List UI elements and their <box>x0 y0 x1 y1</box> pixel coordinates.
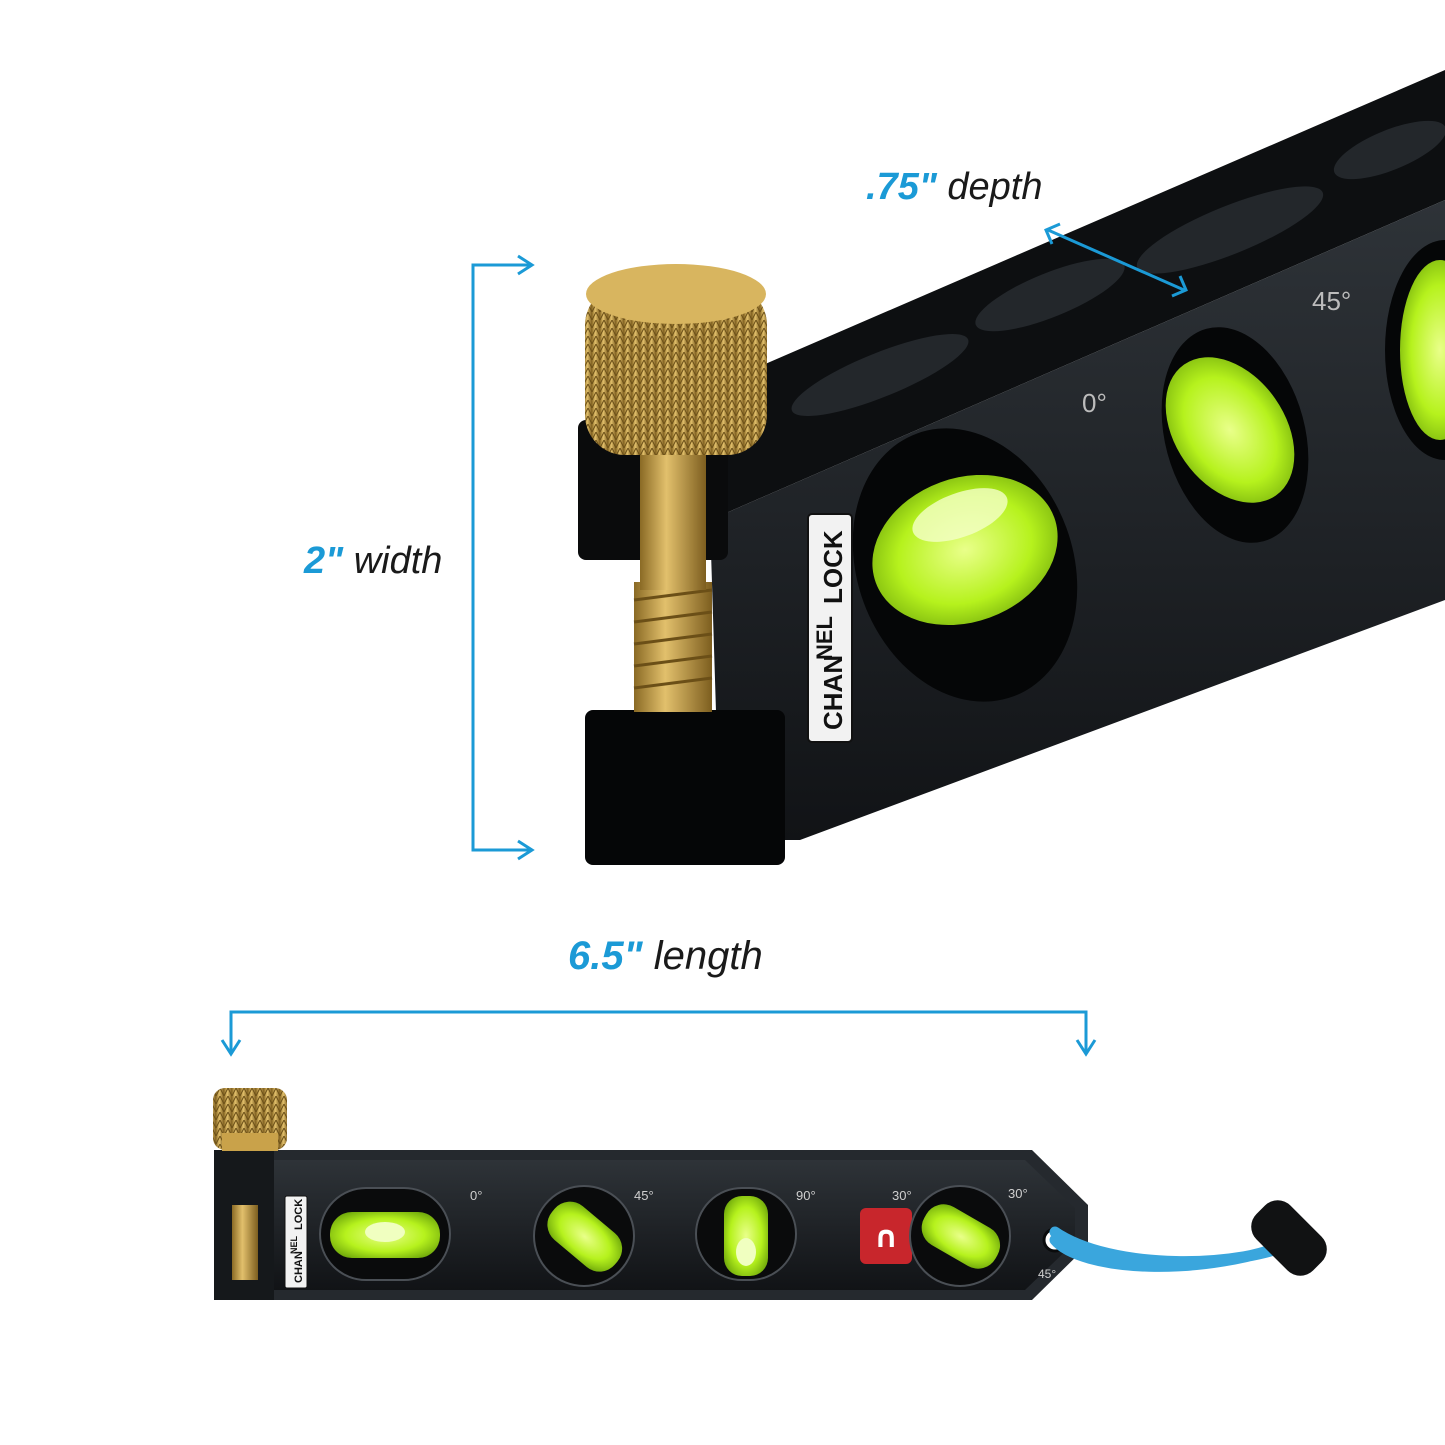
magnet-badge <box>860 1208 912 1264</box>
level-brand-line1: CHAN <box>293 1251 305 1283</box>
width-label: 2" width <box>304 540 442 583</box>
level-brand-line2: NEL <box>289 1235 299 1254</box>
lanyard-end-cap[interactable] <box>1244 1193 1335 1284</box>
full-level: CHAN NEL LOCK ∩ 0° 45° 90° 30° 30° 45° <box>213 1088 1335 1300</box>
closeup-vial-0 <box>872 474 1058 626</box>
closeup-screw-neck <box>640 440 706 590</box>
length-arrow-head-left <box>220 1039 242 1057</box>
brand-line3: LOCK <box>818 530 848 604</box>
width-unit: width <box>353 540 443 582</box>
closeup-brand-badge: CHAN NEL LOCK <box>807 513 853 743</box>
level-label-90: 90° <box>796 1188 816 1203</box>
depth-arrow <box>1047 228 1185 292</box>
brand-line1: CHAN <box>818 655 848 730</box>
length-label: 6.5" length <box>568 934 763 979</box>
level-knob-collar <box>222 1133 278 1151</box>
width-arrow-head-top <box>517 254 535 276</box>
level-vial-90 <box>724 1196 768 1276</box>
level-brand-line3: LOCK <box>293 1199 305 1230</box>
length-bracket <box>229 1010 1088 1052</box>
length-value: 6.5" <box>568 934 643 978</box>
magnet-icon: ∩ <box>874 1220 898 1255</box>
level-end-angle-bottom: 45° <box>1038 1267 1056 1281</box>
width-value: 2" <box>304 540 344 582</box>
depth-arrow-head-a <box>1044 222 1061 245</box>
depth-label: .75" depth <box>866 166 1043 209</box>
closeup-vial-45 <box>1165 357 1295 503</box>
width-bracket <box>471 263 530 852</box>
depth-unit: depth <box>947 166 1043 208</box>
closeup-end-foot <box>585 710 785 865</box>
level-vial-30 <box>921 1204 1001 1269</box>
level-screw <box>232 1205 258 1280</box>
closeup-screw-thread <box>634 582 712 712</box>
top-cutout <box>1333 120 1445 180</box>
closeup-angle-0: 0° <box>1082 388 1107 418</box>
thread-lines <box>633 588 713 690</box>
top-cutout <box>1136 186 1324 274</box>
level-bubble-90 <box>736 1238 756 1266</box>
dimension-arrows <box>220 222 1188 1057</box>
closeup-knob[interactable] <box>585 285 767 455</box>
top-cutout <box>975 258 1125 332</box>
top-cutout <box>791 333 969 417</box>
level-label-45: 45° <box>634 1188 654 1203</box>
closeup-angle-45: 45° <box>1312 286 1351 316</box>
level-brand-badge: CHAN NEL LOCK <box>284 1195 308 1289</box>
level-bubble-0 <box>365 1222 405 1242</box>
level-label-0: 0° <box>470 1188 482 1203</box>
length-unit: length <box>653 934 763 978</box>
width-arrow-head-bottom <box>517 839 535 861</box>
depth-arrow-head-b <box>1171 275 1188 298</box>
level-label-30: 30° <box>892 1188 912 1203</box>
depth-value: .75" <box>866 166 937 208</box>
closeup-level: CHAN NEL LOCK 0° 45° <box>578 70 1445 865</box>
closeup-bubble-0 <box>912 488 1008 542</box>
length-arrow-head-right <box>1075 1039 1097 1057</box>
level-vial-45 <box>547 1201 623 1272</box>
closeup-vial-90 <box>1400 260 1445 440</box>
closeup-knob-top <box>586 264 766 324</box>
level-end-angle-top: 30° <box>1008 1186 1028 1201</box>
brand-line2: NEL <box>812 616 837 660</box>
